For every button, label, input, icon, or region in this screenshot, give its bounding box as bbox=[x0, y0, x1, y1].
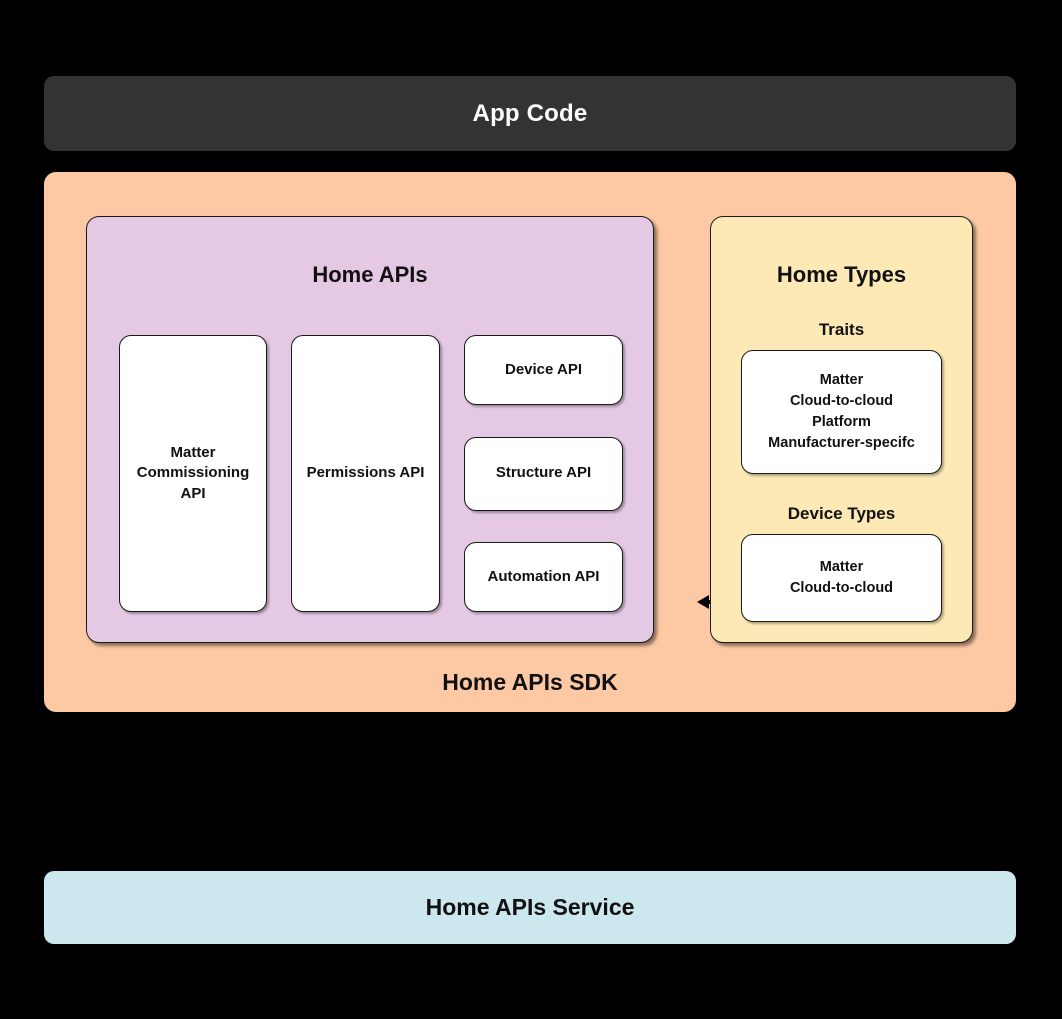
trait-item: Cloud-to-cloud bbox=[789, 392, 894, 409]
matter-commissioning-api-box: Matter Commissioning API bbox=[119, 335, 267, 612]
trait-item: Matter bbox=[819, 371, 864, 388]
home-apis-panel: Home APIs Matter Commissioning API Permi… bbox=[86, 216, 654, 643]
traits-heading: Traits bbox=[818, 320, 865, 339]
permissions-api-box: Permissions API bbox=[291, 335, 440, 612]
structure-api-box: Structure API bbox=[464, 436, 623, 511]
device-type-item: Matter bbox=[819, 558, 864, 575]
api-column-2: Permissions API bbox=[291, 335, 440, 612]
home-apis-title: Home APIs bbox=[312, 262, 428, 287]
trait-item: Manufacturer-specifc bbox=[768, 435, 915, 452]
home-apis-box-grid: Matter Commissioning API Permissions API… bbox=[119, 335, 623, 612]
app-code-block: App Code bbox=[44, 76, 1016, 151]
home-apis-service-block: Home APIs Service bbox=[44, 871, 1016, 944]
device-types-heading: Device Types bbox=[787, 504, 896, 523]
device-types-list: Matter Cloud-to-cloud bbox=[790, 557, 893, 599]
device-type-item: Cloud-to-cloud bbox=[789, 580, 894, 596]
home-apis-service-label: Home APIs Service bbox=[425, 894, 635, 920]
home-apis-sdk-container: Home APIs Matter Commissioning API Permi… bbox=[44, 172, 1016, 712]
traits-box: Matter Cloud-to-cloud Platform Manufactu… bbox=[741, 350, 942, 474]
api-column-1: Matter Commissioning API bbox=[119, 335, 267, 612]
device-types-box: Matter Cloud-to-cloud bbox=[741, 534, 942, 622]
app-code-label: App Code bbox=[472, 99, 588, 127]
traits-list: Matter Cloud-to-cloud Platform Manufactu… bbox=[768, 370, 915, 454]
home-types-title: Home Types bbox=[776, 262, 907, 287]
home-types-panel: Home Types Traits Matter Cloud-to-cloud … bbox=[710, 216, 973, 643]
home-apis-sdk-label: Home APIs SDK bbox=[442, 669, 618, 695]
api-column-3: Device API Structure API Automation API bbox=[464, 335, 623, 612]
automation-api-box: Automation API bbox=[464, 542, 623, 612]
trait-item: Platform bbox=[812, 414, 871, 430]
device-api-box: Device API bbox=[464, 335, 623, 405]
